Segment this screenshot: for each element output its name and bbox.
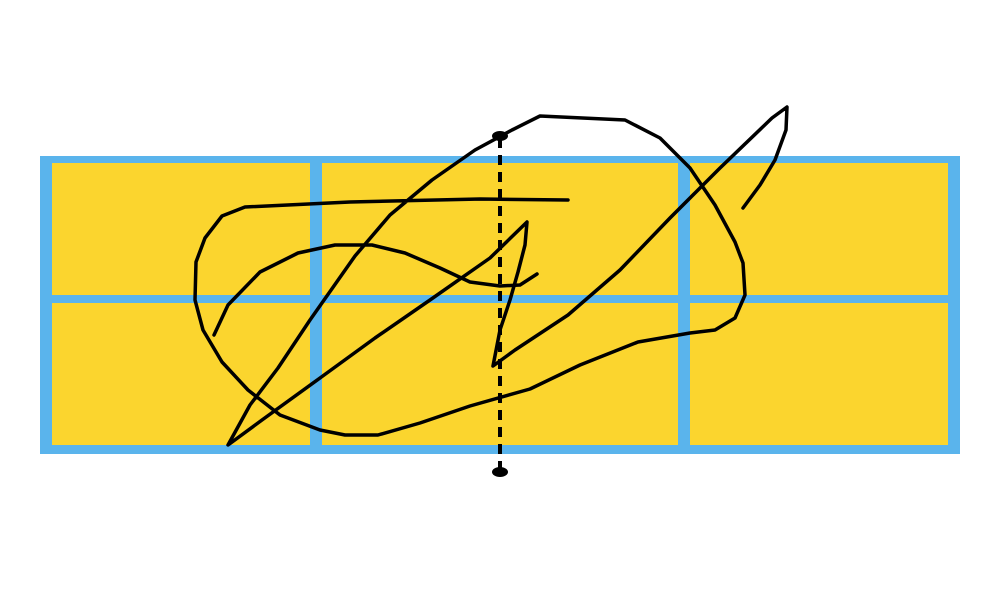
grid-cell-r1-c1 — [52, 163, 310, 295]
scribble-wave-stroke — [212, 243, 539, 337]
grid-cell-r2-c1 — [52, 303, 310, 445]
grid-cell-r2-c2 — [322, 303, 678, 445]
scribble — [193, 105, 789, 447]
grid-cell-r1-c3 — [690, 163, 948, 295]
grid-cell-r2-c3 — [690, 303, 948, 445]
grid-block — [40, 156, 960, 454]
divider-bottom-dot — [492, 467, 508, 477]
scribble-horizontal-stroke — [193, 105, 789, 447]
